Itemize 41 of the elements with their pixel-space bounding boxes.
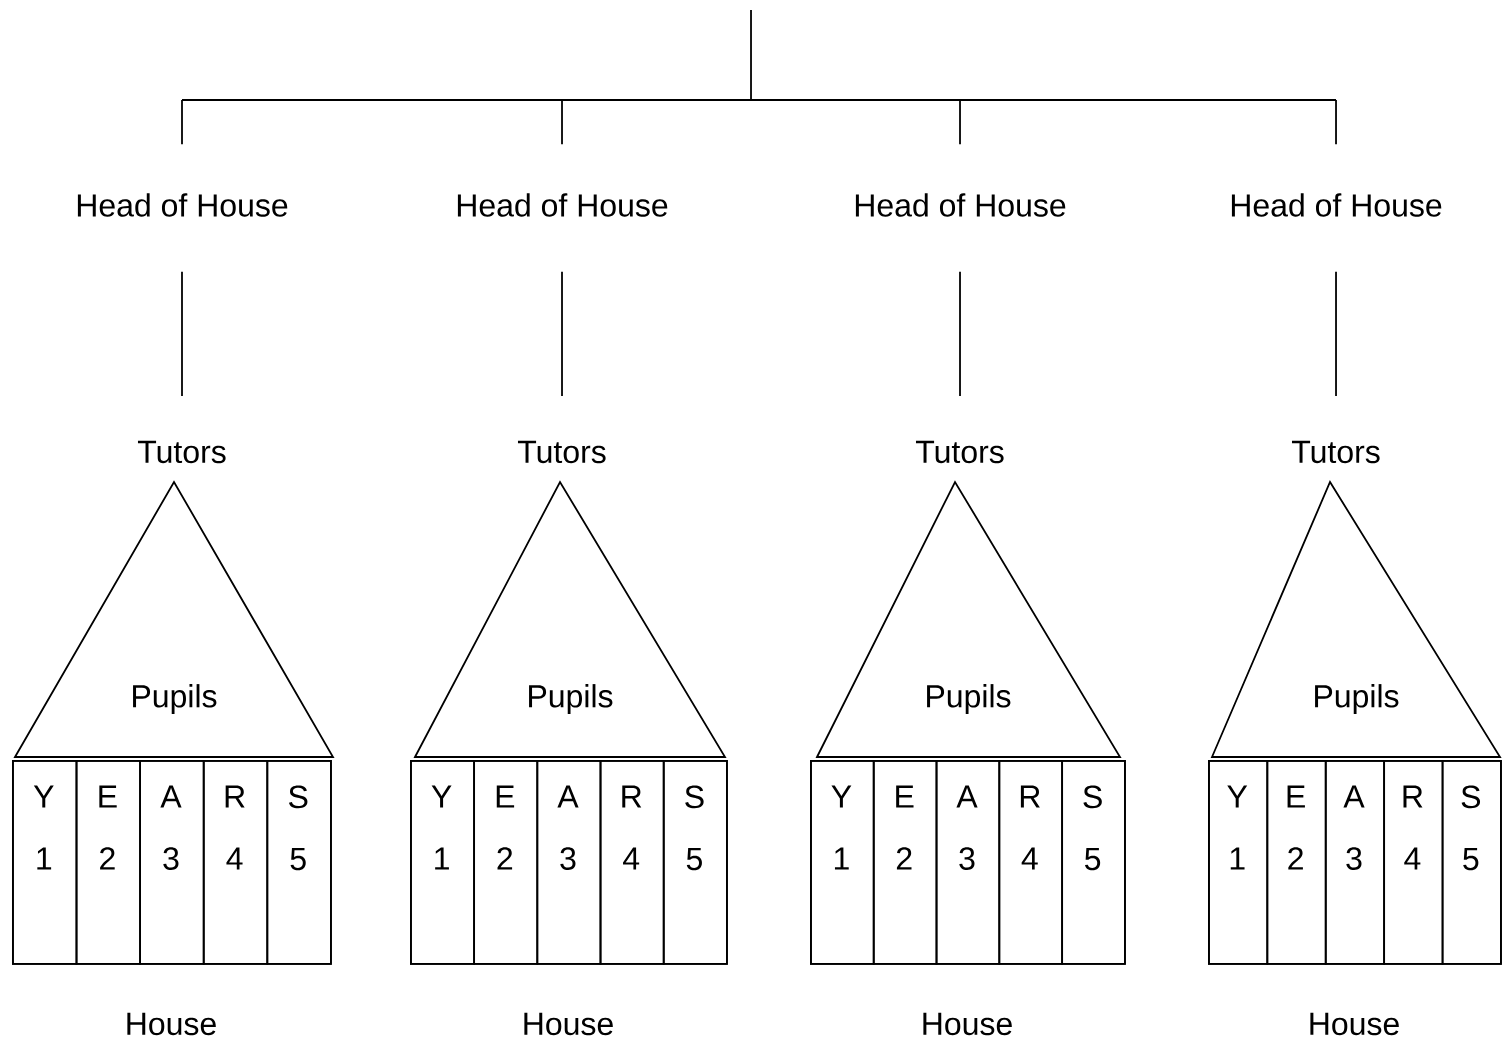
house-label: House [524,1012,613,1036]
role-label: Head of House [855,193,1066,217]
year-column: A 3 [536,760,602,965]
house-label: House [1310,1012,1399,1036]
role-label: Tutors [916,440,1004,464]
year-column: R 4 [998,760,1063,965]
role-label: Tutors [1292,440,1380,464]
year-column: S 5 [662,760,728,965]
house-label: House [923,1012,1012,1036]
connector-line [959,99,961,146]
role-label: Tutors [137,440,226,464]
year-column: Y 1 [12,760,78,965]
connector-line [561,270,563,397]
year-column: A 3 [139,760,205,965]
year-column: E 2 [75,760,141,965]
year-column: R 4 [599,760,665,965]
role-label: Head of House [77,193,288,217]
role-label: Head of House [1231,193,1442,217]
year-column: A 3 [1324,760,1385,965]
connector-line [561,99,563,146]
year-column: A 3 [935,760,1001,965]
year-column: Y 1 [1208,760,1269,965]
connector-line [181,270,183,397]
year-column: Y 1 [810,760,875,965]
connector-line [1335,270,1337,397]
tree-connector [181,9,1337,101]
year-column: Y 1 [410,760,475,965]
year-column: E 2 [473,760,539,965]
house-label: House [127,1012,216,1036]
connector-line [181,99,183,146]
year-column: S 5 [1441,760,1502,965]
connector-line [959,270,961,397]
year-column: S 5 [1061,760,1126,965]
role-label: Tutors [518,440,606,464]
year-column: R 4 [1383,760,1444,965]
year-column: S 5 [266,760,332,965]
role-label: Head of House [457,193,668,217]
connector-line [1335,99,1337,146]
year-column: E 2 [872,760,938,965]
year-column: R 4 [202,760,269,965]
year-column: E 2 [1266,760,1327,965]
